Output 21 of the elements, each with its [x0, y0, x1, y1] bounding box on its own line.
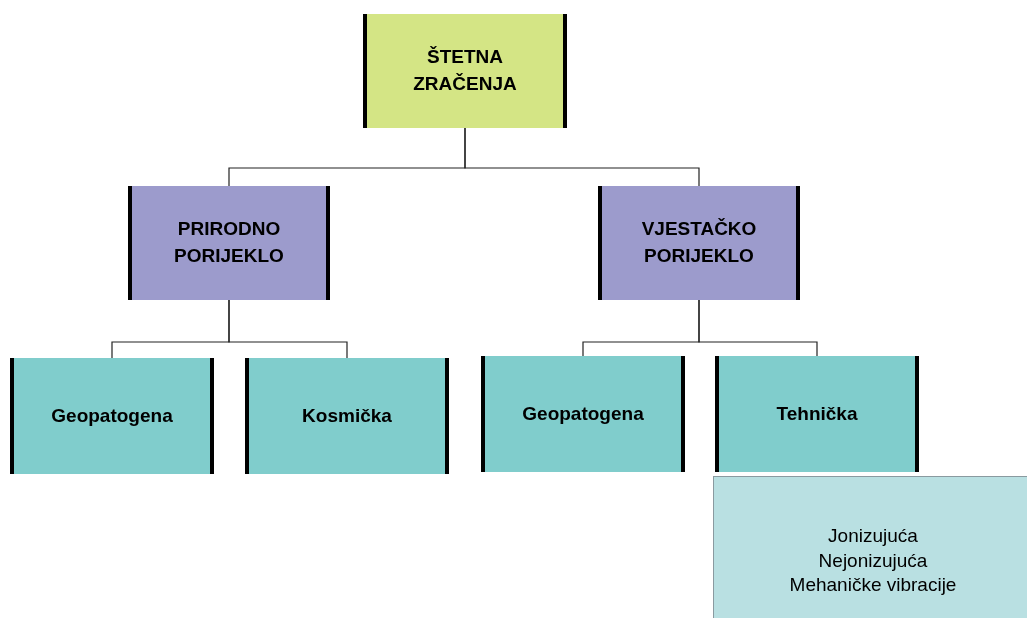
- list-item: Mehaničke vibracije: [789, 573, 957, 598]
- connector-line: [698, 299, 818, 357]
- category-box: [245, 358, 449, 474]
- category-box: [715, 356, 919, 472]
- box-label: Kosmička: [302, 403, 392, 428]
- box-label: Geopatogena: [522, 401, 644, 426]
- category-box: [481, 356, 685, 472]
- box-label: PRIRODNO PORIJEKLO: [173, 217, 285, 268]
- category-box: [10, 358, 214, 474]
- list-item: Jonizujuća: [828, 523, 918, 548]
- box-label: ŠTETNA ZRAČENJA: [412, 45, 518, 96]
- connector-line: [464, 127, 700, 187]
- connector-line: [228, 299, 348, 359]
- list-item: Nejonizujuća: [818, 548, 928, 573]
- category-box: [128, 186, 330, 300]
- box-label: VJESTAČKO PORIJEKLO: [641, 217, 757, 268]
- box-label: Tehnička: [776, 401, 858, 426]
- category-box: [363, 14, 567, 128]
- category-box: [598, 186, 800, 300]
- list-box: [713, 476, 1027, 618]
- box-label: Geopatogena: [51, 403, 173, 428]
